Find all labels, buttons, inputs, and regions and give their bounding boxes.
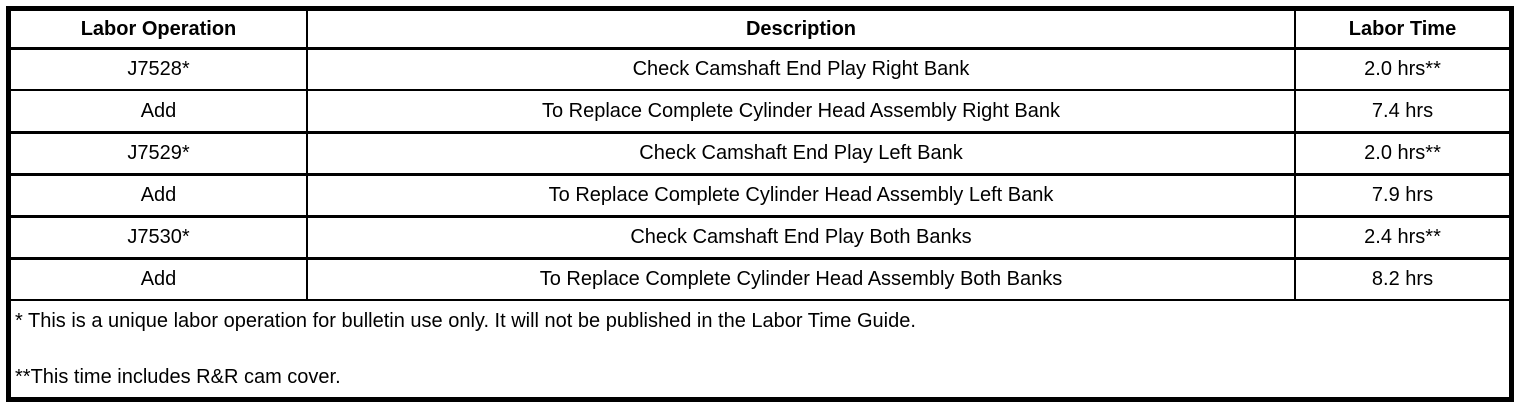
labor-time-cell: 7.4 hrs [1294,90,1509,134]
table-row: J7529* Check Camshaft End Play Left Bank… [11,132,1509,176]
labor-operation-cell: Add [11,258,308,301]
labor-time-cell: 2.0 hrs** [1294,132,1509,176]
table-row: Add To Replace Complete Cylinder Head As… [11,258,1509,301]
labor-operation-cell: J7529* [11,132,308,176]
labor-time-cell: 7.9 hrs [1294,174,1509,218]
labor-time-table: Labor Operation Description Labor Time J… [11,11,1509,301]
description-cell: Check Camshaft End Play Right Bank [306,48,1296,91]
labor-time-cell: 8.2 hrs [1294,258,1509,301]
footnote-cam-cover: **This time includes R&R cam cover. [15,366,341,388]
column-header-description: Description [306,11,1296,50]
table-row: Add To Replace Complete Cylinder Head As… [11,90,1509,134]
column-header-labor-operation: Labor Operation [11,11,308,50]
column-header-labor-time: Labor Time [1294,11,1509,50]
labor-operation-cell: Add [11,174,308,218]
description-cell: To Replace Complete Cylinder Head Assemb… [306,90,1296,134]
labor-operation-cell: Add [11,90,308,134]
labor-operation-cell: J7528* [11,48,308,91]
description-cell: To Replace Complete Cylinder Head Assemb… [306,258,1296,301]
header-row: Labor Operation Description Labor Time [11,11,1509,50]
labor-time-cell: 2.4 hrs** [1294,216,1509,260]
description-cell: Check Camshaft End Play Both Banks [306,216,1296,260]
footnotes: * This is a unique labor operation for b… [11,301,1509,397]
table-row: J7528* Check Camshaft End Play Right Ban… [11,48,1509,91]
description-cell: To Replace Complete Cylinder Head Assemb… [306,174,1296,218]
table-row: J7530* Check Camshaft End Play Both Bank… [11,216,1509,260]
description-cell: Check Camshaft End Play Left Bank [306,132,1296,176]
labor-operation-cell: J7530* [11,216,308,260]
table-row: Add To Replace Complete Cylinder Head As… [11,174,1509,218]
labor-time-cell: 2.0 hrs** [1294,48,1509,91]
footnote-bulletin-use-only: * This is a unique labor operation for b… [15,310,916,332]
labor-table-frame: Labor Operation Description Labor Time J… [6,6,1514,402]
